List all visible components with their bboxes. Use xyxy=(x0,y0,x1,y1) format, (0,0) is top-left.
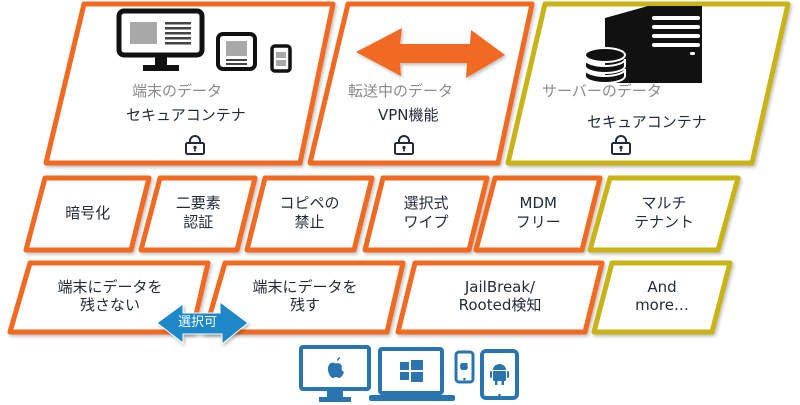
feature-label-line1: 二要素 xyxy=(175,194,221,212)
apple-icon xyxy=(460,363,468,370)
box-server-data xyxy=(505,1,791,166)
choice-double-arrow xyxy=(156,301,249,346)
feature-box xyxy=(244,175,375,253)
windows-icon xyxy=(400,360,423,382)
phone-apple-icon xyxy=(454,350,475,384)
feature-box xyxy=(362,175,490,253)
feature-label-line1: 選択式 xyxy=(403,194,449,212)
option-label: 端末にデータを残す xyxy=(225,278,385,316)
server-data-title: サーバーのデータ xyxy=(542,82,662,100)
feature-label-line2: 禁止 xyxy=(294,212,325,231)
lock-icon xyxy=(611,135,631,155)
feature-label-line2: テナント xyxy=(633,212,694,231)
feature-label: マルチテナント xyxy=(584,194,744,232)
option-label-line2: Rooted検知 xyxy=(458,296,542,315)
laptop-windows-icon xyxy=(369,347,455,401)
option-box xyxy=(591,260,733,335)
feature-box xyxy=(23,175,152,253)
feature-box xyxy=(587,175,741,253)
option-box xyxy=(202,260,406,335)
option-label-line2: 残さない xyxy=(79,296,140,315)
transit-data-title: 転送中のデータ xyxy=(348,82,454,100)
feature-label: 暗号化 xyxy=(8,204,168,223)
feature-box xyxy=(473,175,603,253)
option-label-line1: 端末にデータを xyxy=(57,277,163,296)
device-data-subtitle: セキュアコンテナ xyxy=(126,106,246,124)
option-label-line1: 端末にデータを xyxy=(252,277,358,296)
feature-label-line1: 暗号化 xyxy=(65,204,111,222)
option-label-line1: And xyxy=(647,277,677,296)
server-data-subtitle: セキュアコンテナ xyxy=(587,113,707,131)
android-icon xyxy=(490,364,509,385)
lock-icon xyxy=(394,135,414,155)
option-label-line2: 残す xyxy=(289,296,320,315)
server-database-icon xyxy=(584,6,702,84)
feature-label: 二要素認証 xyxy=(118,194,278,232)
feature-label-line2: ワイプ xyxy=(403,212,449,231)
transit-data-subtitle: VPN機能 xyxy=(378,106,439,124)
apple-icon xyxy=(328,357,344,378)
feature-label-line2: フリー xyxy=(515,212,561,231)
devices-icon xyxy=(116,8,292,73)
lock-icon xyxy=(185,135,205,155)
feature-label-line1: MDM xyxy=(519,194,557,212)
feature-box xyxy=(138,175,258,253)
platform-devices xyxy=(299,345,519,402)
feature-label: 選択式ワイプ xyxy=(346,194,506,232)
feature-label-line1: コピペの xyxy=(279,194,340,212)
device-data-title: 端末のデータ xyxy=(132,82,223,100)
option-label-line1: JailBreak/ xyxy=(464,277,536,296)
option-box xyxy=(395,260,605,335)
feature-label-line1: マルチ xyxy=(641,194,687,212)
option-label: JailBreak/Rooted検知 xyxy=(420,278,580,316)
desktop-mac-icon xyxy=(299,345,371,402)
option-label: 端末にデータを残さない xyxy=(30,278,190,316)
feature-label-line2: 認証 xyxy=(183,212,214,231)
option-label-line2: more… xyxy=(635,296,689,315)
tablet-android-icon xyxy=(480,349,519,400)
feature-label: コピペの禁止 xyxy=(230,194,390,232)
choice-arrow-label: 選択可 xyxy=(178,315,218,330)
double-arrow-icon xyxy=(356,28,505,78)
